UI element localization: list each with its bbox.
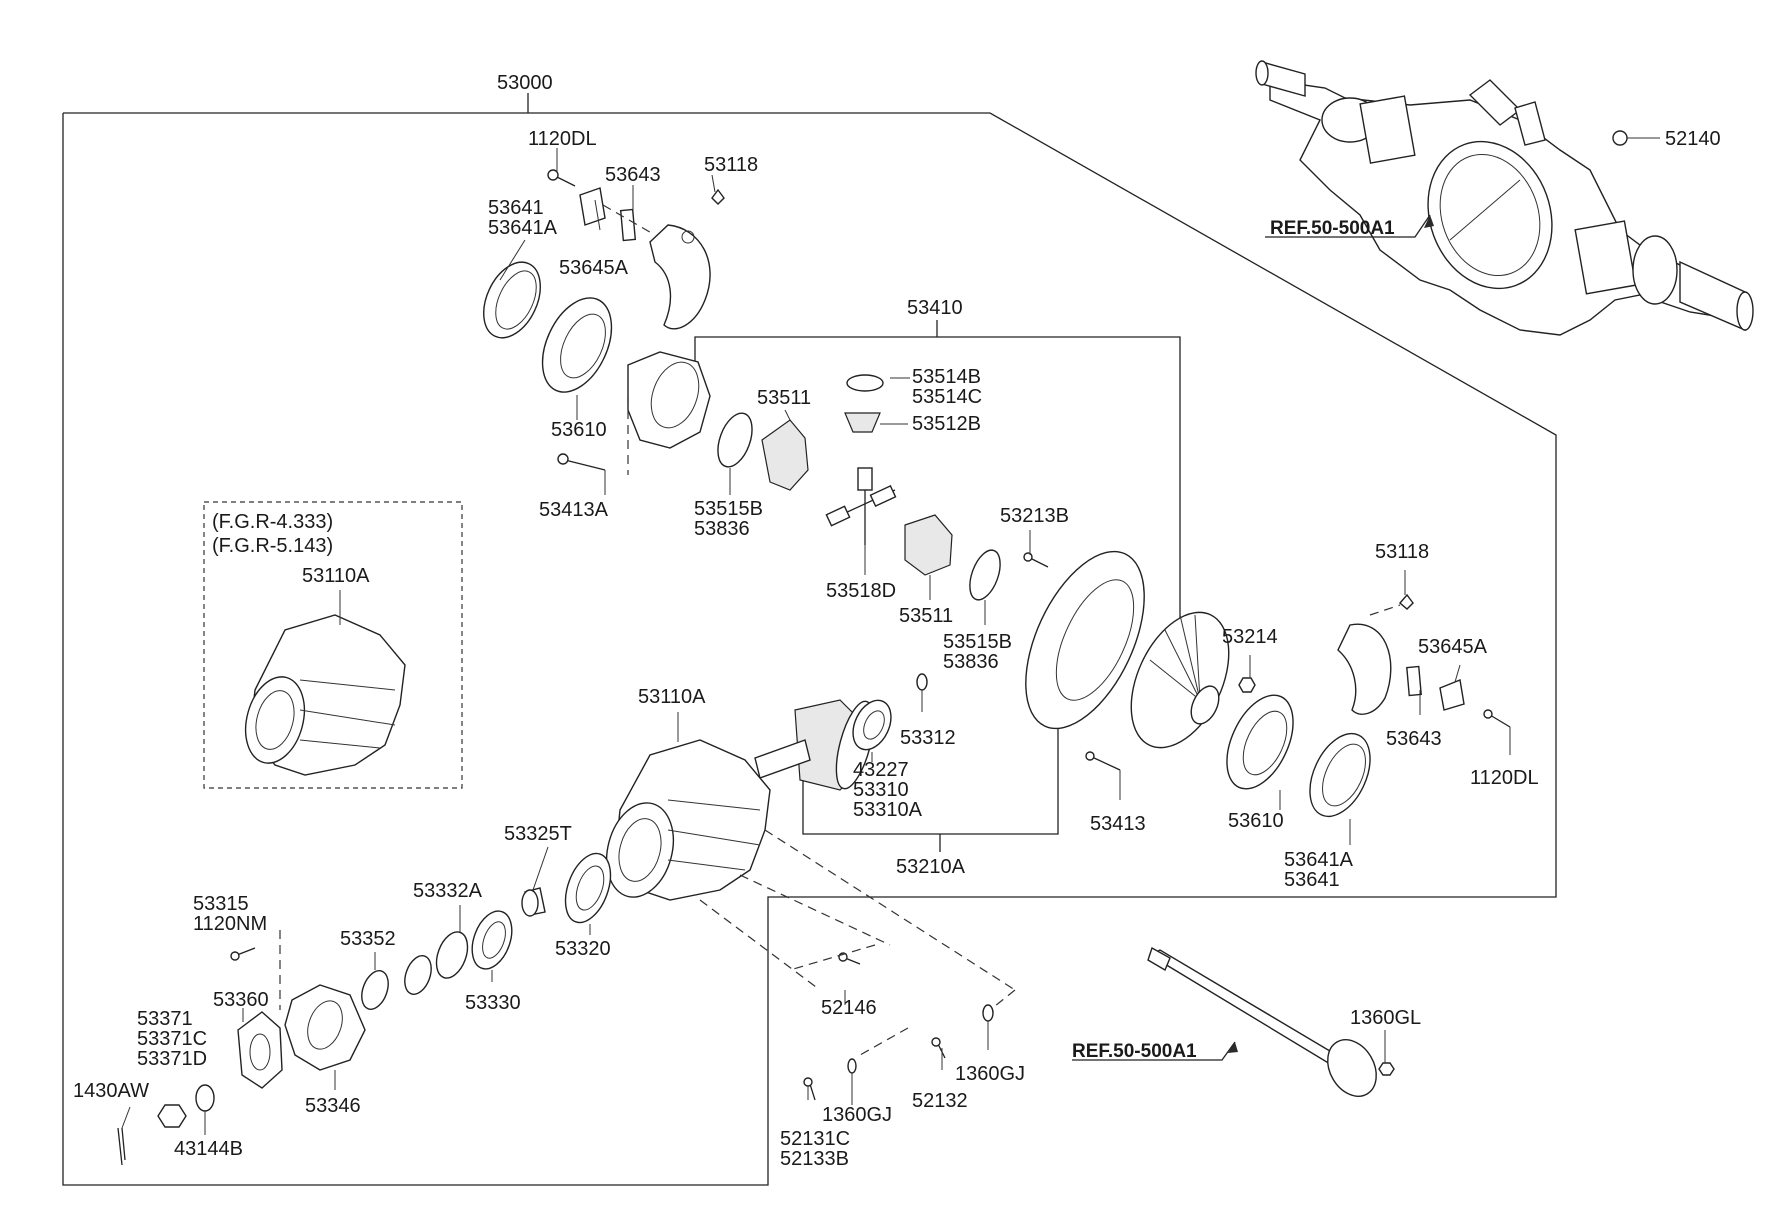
label-53641A-lower: 53641A — [1284, 849, 1354, 871]
label-53643-right: 53643 — [1386, 728, 1442, 750]
label-43144B: 43144B — [174, 1138, 243, 1160]
label-53118-right: 53118 — [1375, 541, 1429, 563]
carrier-housing-option — [244, 614, 406, 776]
label-53118-upper: 53118 — [704, 154, 758, 176]
label-53518D: 53518D — [826, 580, 896, 602]
label-1430AW: 1430AW — [73, 1080, 149, 1102]
axle-housing-illustration — [1255, 60, 1754, 336]
label-53210A: 53210A — [896, 856, 966, 878]
label-53214: 53214 — [1222, 626, 1278, 648]
label-1120DL-upper: 1120DL — [528, 128, 597, 150]
label-53330: 53330 — [465, 992, 521, 1014]
label-53000: 53000 — [497, 72, 553, 94]
label-53511-upper: 53511 — [757, 387, 811, 409]
label-53310A: 53310A — [853, 799, 923, 821]
label-43227: 43227 — [853, 759, 909, 781]
label-53332A: 53332A — [413, 880, 483, 902]
optional-gear-ratio-box — [203, 501, 463, 789]
label-53413A: 53413A — [539, 499, 609, 521]
label-53514B: 53514B — [912, 366, 981, 388]
label-1360GJ-right: 1360GJ — [955, 1063, 1025, 1085]
label-1360GJ-left: 1360GJ — [822, 1104, 892, 1126]
bracket-53210A — [802, 702, 1059, 852]
label-53312: 53312 — [900, 727, 956, 749]
label-53836-lower: 53836 — [943, 651, 999, 673]
axle-shaft-illustration — [1147, 946, 1395, 1097]
label-53610-upper: 53610 — [551, 419, 607, 441]
label-53641-lower: 53641 — [1284, 869, 1340, 891]
parts-pinion-bearings — [117, 852, 612, 1166]
label-53641-upper: 53641 — [488, 197, 544, 219]
label-53325T: 53325T — [504, 823, 572, 845]
label-1120NM: 1120NM — [193, 913, 267, 935]
parts-differential — [717, 374, 1256, 771]
parts-pinion — [754, 673, 928, 791]
label-53346: 53346 — [305, 1095, 361, 1117]
label-53413: 53413 — [1090, 813, 1146, 835]
label-53315: 53315 — [193, 893, 249, 915]
label-53371D: 53371D — [137, 1048, 207, 1070]
label-fgr-5143: (F.G.R-5.143) — [212, 535, 333, 557]
parts-upper-left — [483, 169, 725, 475]
label-53213B: 53213B — [1000, 505, 1069, 527]
label-53643-upper: 53643 — [605, 164, 661, 186]
carrier-housing-main — [605, 739, 1016, 1011]
label-ref-shaft: REF.50-500A1 — [1072, 1041, 1197, 1062]
leader-lines — [121, 137, 1660, 1135]
label-53320: 53320 — [555, 938, 611, 960]
label-53371: 53371 — [137, 1008, 193, 1030]
label-1120DL-right: 1120DL — [1470, 767, 1539, 789]
label-52132: 52132 — [912, 1090, 968, 1112]
label-53514C: 53514C — [912, 386, 982, 408]
label-53512B: 53512B — [912, 413, 981, 435]
label-53352: 53352 — [340, 928, 396, 950]
label-53310: 53310 — [853, 779, 909, 801]
label-53360: 53360 — [213, 989, 269, 1011]
label-1360GL: 1360GL — [1350, 1007, 1421, 1029]
label-52146: 52146 — [821, 997, 877, 1019]
label-fgr-4333: (F.G.R-4.333) — [212, 511, 333, 533]
label-53641A-upper: 53641A — [488, 217, 558, 239]
parts-right-bearing — [1226, 593, 1511, 818]
label-53410: 53410 — [907, 297, 963, 319]
label-53836-upper: 53836 — [694, 518, 750, 540]
part-labels: 53000 1120DL 53643 53118 53641 53641A 53… — [73, 72, 1721, 1170]
label-53110A-option: 53110A — [302, 565, 370, 587]
label-53515B-upper: 53515B — [694, 498, 763, 520]
label-53110A-main: 53110A — [638, 686, 706, 708]
label-53515B-lower: 53515B — [943, 631, 1012, 653]
label-52133B: 52133B — [780, 1148, 849, 1170]
label-ref-housing: REF.50-500A1 — [1270, 218, 1395, 239]
label-52131C: 52131C — [780, 1128, 850, 1150]
label-53610-lower: 53610 — [1228, 810, 1284, 832]
label-52140: 52140 — [1665, 128, 1721, 150]
label-53645A-right: 53645A — [1418, 636, 1488, 658]
label-53511-lower: 53511 — [899, 605, 953, 627]
label-53371C: 53371C — [137, 1028, 207, 1050]
assembly-boundary-53000 — [62, 93, 1557, 1186]
label-53645A-upper: 53645A — [559, 257, 629, 279]
